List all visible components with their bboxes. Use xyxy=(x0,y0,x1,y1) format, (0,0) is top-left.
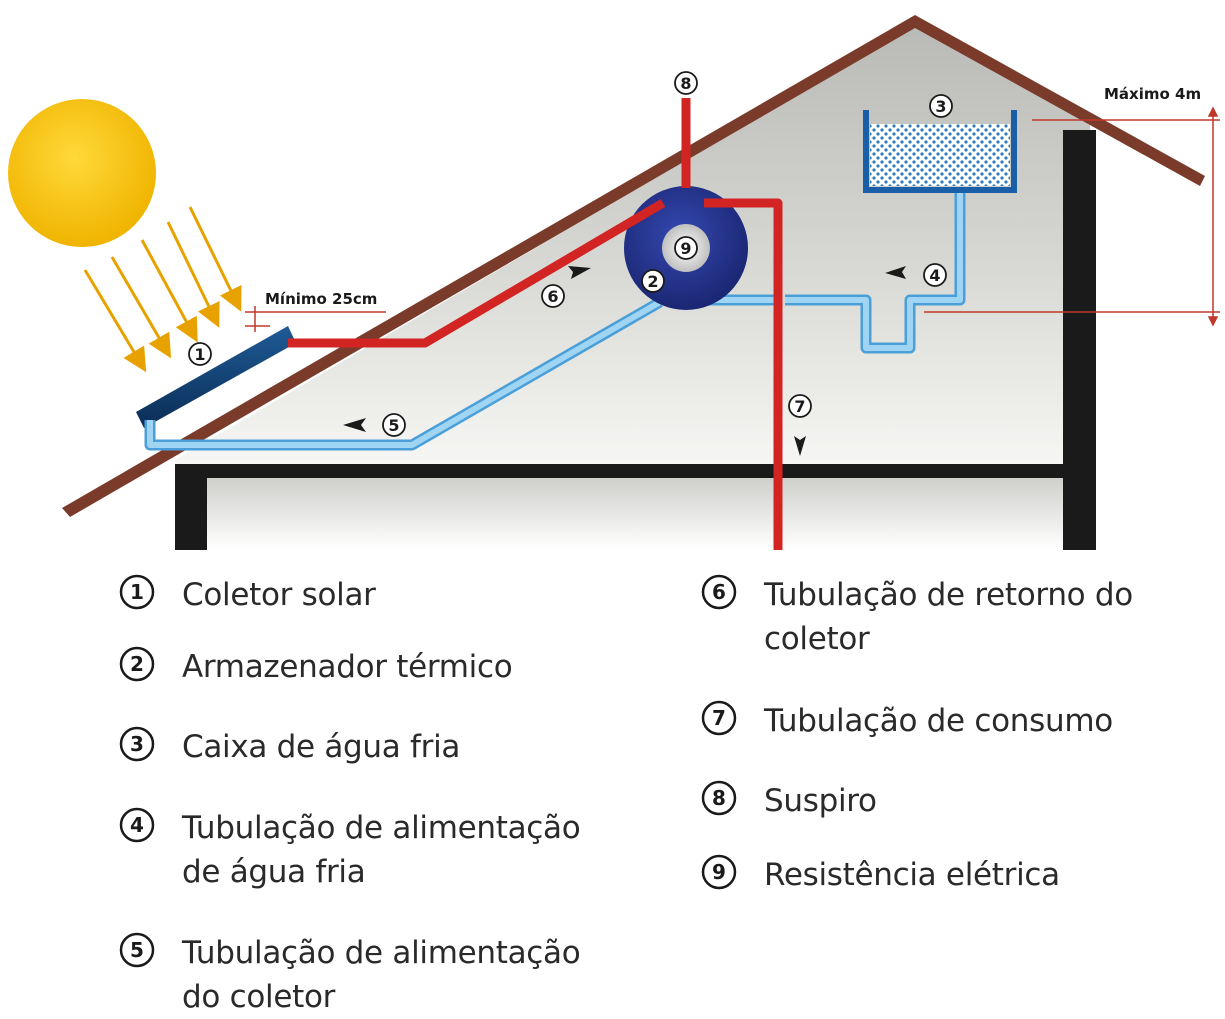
sun-rays xyxy=(83,206,242,373)
water-tank-contents xyxy=(870,124,1010,186)
legend-item-1: 1 Coletor solar xyxy=(118,573,376,617)
svg-text:4: 4 xyxy=(130,813,144,837)
svg-text:9: 9 xyxy=(712,860,726,884)
legend-number-6: 6 xyxy=(701,574,737,610)
svg-text:2: 2 xyxy=(647,272,658,291)
legend-text-6: Tubulação de retorno do coletor xyxy=(764,577,1133,657)
consumption-pipe xyxy=(704,198,783,550)
svg-text:6: 6 xyxy=(712,580,726,604)
callout-4: 4 xyxy=(923,263,947,287)
svg-text:9: 9 xyxy=(680,239,691,258)
legend-number-9: 9 xyxy=(701,854,737,890)
flow-arrow-4 xyxy=(885,266,906,279)
callout-1: 1 xyxy=(188,342,212,366)
legend-number-3: 3 xyxy=(119,726,155,762)
left-wall xyxy=(175,466,207,550)
svg-text:8: 8 xyxy=(680,74,691,93)
minimum-dimension xyxy=(245,306,386,332)
legend-item-7: 7 Tubulação de consumo xyxy=(700,699,1113,743)
svg-text:1: 1 xyxy=(194,345,205,364)
legend-text-7: Tubulação de consumo xyxy=(764,703,1113,739)
legend-item-4: 4 Tubulação de alimentação de água fria xyxy=(118,806,602,894)
svg-text:6: 6 xyxy=(547,287,558,306)
svg-text:3: 3 xyxy=(935,97,946,116)
svg-text:2: 2 xyxy=(130,652,144,676)
maximum-label: Máximo 4m xyxy=(1104,85,1201,103)
svg-text:4: 4 xyxy=(929,266,940,285)
right-wall xyxy=(1063,130,1096,550)
legend-number-2: 2 xyxy=(119,646,155,682)
legend-text-9: Resistência elétrica xyxy=(764,857,1060,893)
floor-area xyxy=(205,478,1063,550)
sun-icon xyxy=(8,99,156,247)
legend-item-2: 2 Armazenador térmico xyxy=(118,645,513,689)
legend-text-5: Tubulação de alimentação do coletor xyxy=(182,935,581,1015)
svg-text:1: 1 xyxy=(130,580,144,604)
svg-text:5: 5 xyxy=(388,416,399,435)
callout-5: 5 xyxy=(382,413,406,437)
legend-item-8: 8 Suspiro xyxy=(700,779,877,823)
legend-text-8: Suspiro xyxy=(764,783,877,819)
legend-text-1: Coletor solar xyxy=(182,577,376,613)
legend-item-9: 9 Resistência elétrica xyxy=(700,853,1060,897)
callout-3: 3 xyxy=(929,94,953,118)
legend-item-6: 6 Tubulação de retorno do coletor xyxy=(700,573,1164,661)
callout-7: 7 xyxy=(788,394,812,418)
legend-number-4: 4 xyxy=(119,807,155,843)
ceiling-beam xyxy=(175,464,1095,478)
legend-number-5: 5 xyxy=(119,932,155,968)
solar-collector-panel xyxy=(136,326,296,428)
legend-item-5: 5 Tubulação de alimentação do coletor xyxy=(118,931,602,1019)
svg-text:7: 7 xyxy=(712,706,726,730)
callout-8: 8 xyxy=(674,71,698,95)
legend-number-7: 7 xyxy=(701,700,737,736)
legend-number-1: 1 xyxy=(119,574,155,610)
cold-water-tank xyxy=(863,110,1017,193)
maximum-dimension xyxy=(924,106,1220,327)
svg-text:7: 7 xyxy=(794,397,805,416)
flow-arrow-5 xyxy=(343,418,366,432)
legend-number-8: 8 xyxy=(701,780,737,816)
callout-2: 2 xyxy=(641,269,665,293)
legend-text-4: Tubulação de alimentação de água fria xyxy=(182,810,581,890)
callout-6: 6 xyxy=(541,284,565,308)
legend-text-3: Caixa de água fria xyxy=(182,729,461,765)
callout-9: 9 xyxy=(674,236,698,260)
legend-item-3: 3 Caixa de água fria xyxy=(118,725,460,769)
flow-arrow-7 xyxy=(794,436,806,456)
svg-text:5: 5 xyxy=(130,938,144,962)
svg-text:3: 3 xyxy=(130,732,144,756)
svg-text:8: 8 xyxy=(712,786,726,810)
solar-heater-diagram: Mínimo 25cm Máximo 4m 1 2 3 4 5 6 7 xyxy=(8,15,1220,550)
collector-return-pipe xyxy=(288,199,666,348)
minimum-label: Mínimo 25cm xyxy=(265,290,377,308)
flow-arrow-6 xyxy=(568,266,591,279)
legend-text-2: Armazenador térmico xyxy=(182,649,513,685)
